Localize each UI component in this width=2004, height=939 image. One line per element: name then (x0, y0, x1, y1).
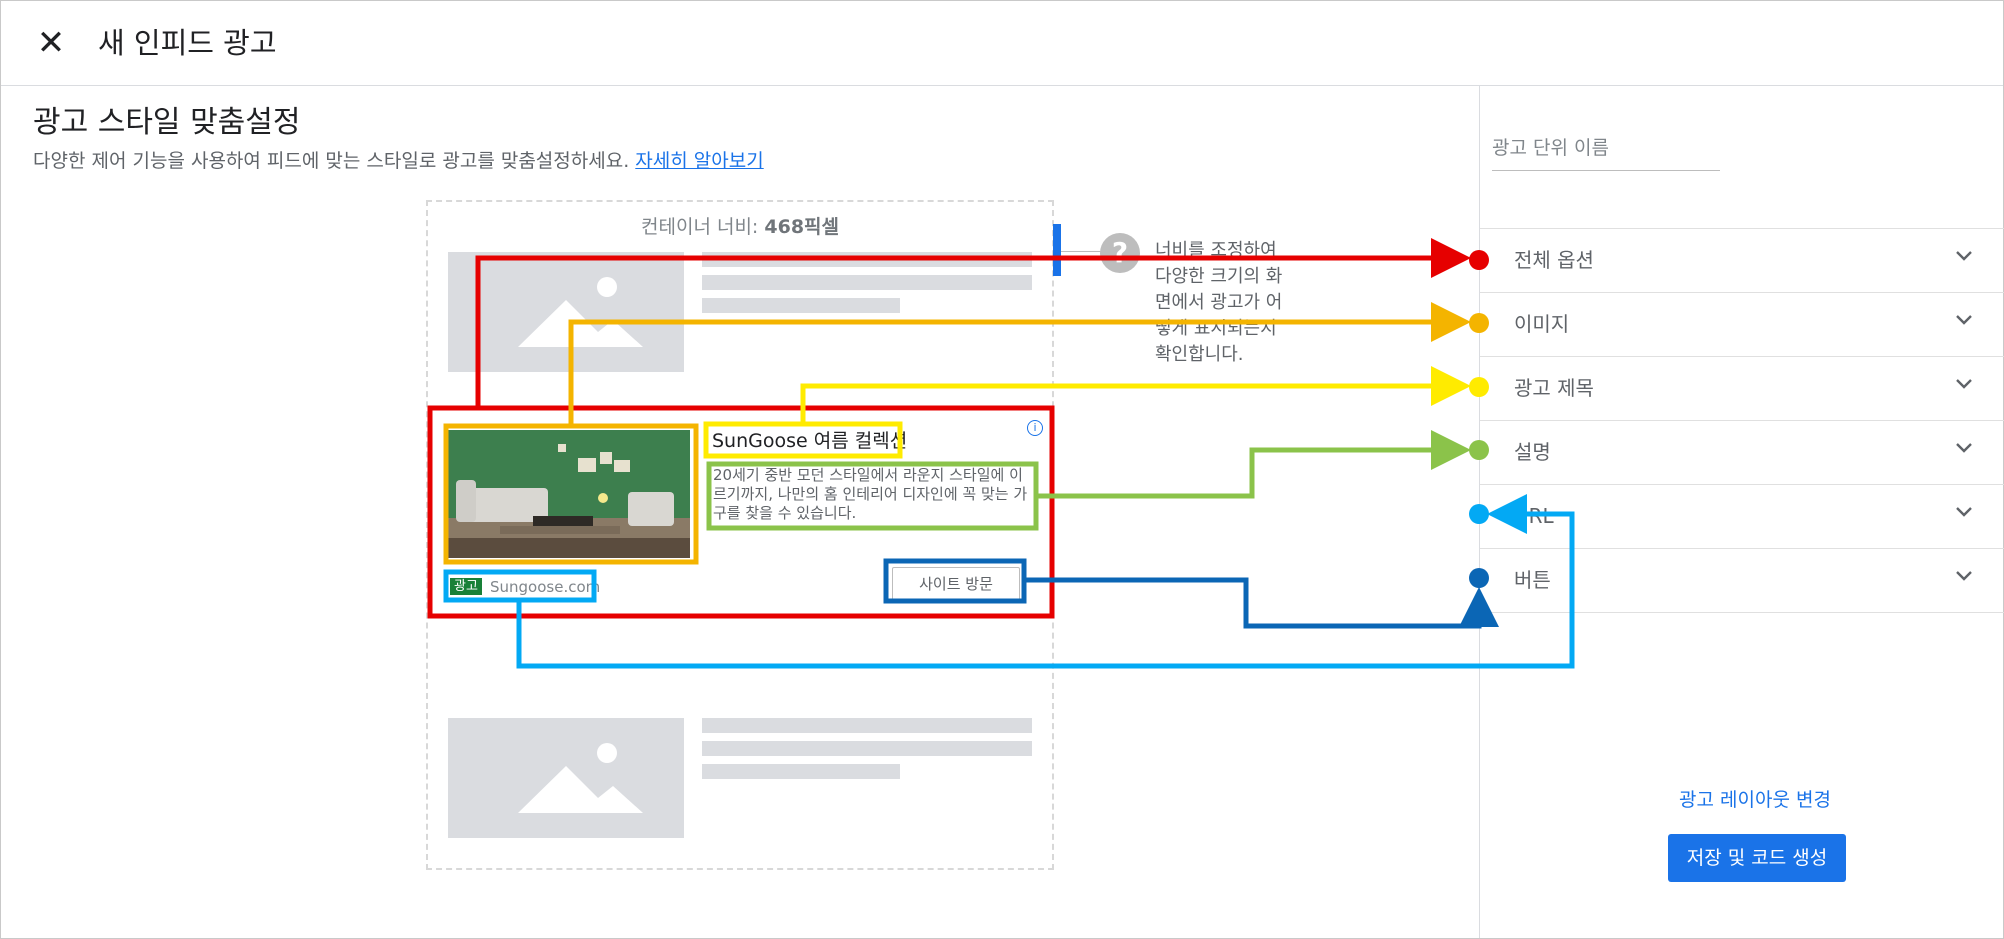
close-icon[interactable]: ✕ (36, 23, 66, 63)
ad-image (448, 430, 690, 558)
chevron-down-icon (1956, 507, 1972, 517)
section-description: 다양한 제어 기능을 사용하여 피드에 맞는 스타일로 광고를 맞춤설정하세요.… (33, 148, 764, 174)
dot-url (1469, 504, 1489, 524)
placeholder-line (702, 275, 1032, 290)
arrow-headline (800, 366, 1471, 424)
description-text: 다양한 제어 기능을 사용하여 피드에 맞는 스타일로 광고를 맞춤설정하세요. (33, 150, 630, 172)
accordion-item-headline[interactable]: 광고 제목 (1480, 356, 2004, 420)
accordion-label: 전체 옵션 (1514, 248, 1594, 272)
callout-button (883, 558, 1027, 604)
chevron-down-icon (1956, 571, 1972, 581)
chevron-down-icon (1956, 443, 1972, 453)
placeholder-line (702, 764, 900, 779)
dot-image (1469, 313, 1489, 333)
callout-image (443, 423, 699, 565)
style-accordion: 전체 옵션 이미지 광고 제목 설명 URL 버튼 (1480, 228, 2004, 613)
placeholder-line (702, 741, 1032, 756)
help-icon: ? (1100, 233, 1140, 273)
accordion-item-button[interactable]: 버튼 (1480, 548, 2004, 613)
ad-badge: 광고 (450, 578, 482, 595)
callout-all-options (427, 405, 1055, 619)
callout-description (706, 461, 1039, 531)
arrow-url (516, 494, 1575, 669)
help-connector (1061, 251, 1101, 252)
callout-headline (703, 421, 903, 459)
learn-more-link[interactable]: 자세히 알아보기 (635, 150, 764, 172)
arrow-image (568, 302, 1471, 426)
accordion-item-description[interactable]: 설명 (1480, 420, 2004, 484)
placeholder-image-icon (518, 743, 643, 813)
living-room-photo (448, 430, 690, 558)
dot-all-options (1469, 250, 1489, 270)
change-layout-link[interactable]: 광고 레이아웃 변경 (1679, 789, 1831, 811)
dot-button (1469, 568, 1489, 588)
arrow-description (1036, 430, 1471, 499)
dialog-title: 새 인피드 광고 (98, 26, 277, 60)
dot-description (1469, 440, 1489, 460)
chevron-down-icon (1956, 379, 1972, 389)
container-width-text: 컨테이너 너비: (641, 216, 759, 238)
chevron-down-icon (1956, 315, 1972, 325)
ad-description: 20세기 중반 모던 스타일에서 라운지 스타일에 이르기까지, 나만의 홈 인… (713, 466, 1028, 522)
ad-url[interactable]: Sungoose.com (490, 578, 601, 596)
info-icon[interactable]: i (1027, 420, 1043, 436)
accordion-item-image[interactable]: 이미지 (1480, 292, 2004, 356)
visit-site-button[interactable]: 사이트 방문 (892, 567, 1020, 601)
width-resize-handle[interactable] (1053, 224, 1061, 276)
placeholder-line (702, 298, 900, 313)
callout-url (443, 569, 597, 603)
dot-headline (1469, 377, 1489, 397)
ad-headline[interactable]: SunGoose 여름 컬렉션 (712, 430, 908, 452)
accordion-label: 광고 제목 (1514, 376, 1594, 400)
accordion-label: 이미지 (1514, 312, 1570, 336)
container-width-value: 468픽셀 (764, 216, 839, 238)
placeholder-line (702, 718, 1032, 733)
chevron-down-icon (1956, 251, 1972, 261)
top-bar: ✕ 새 인피드 광고 (1, 1, 2003, 86)
ad-unit-name-field[interactable]: 광고 단위 이름 (1492, 126, 1720, 171)
container-width-label: 컨테이너 너비: 468픽셀 (426, 212, 1054, 239)
accordion-label: 버튼 (1514, 568, 1551, 592)
placeholder-image-bottom (448, 718, 684, 838)
accordion-item-all-options[interactable]: 전체 옵션 (1480, 228, 2004, 292)
accordion-label: 설명 (1514, 440, 1551, 464)
arrow-button (1024, 577, 1499, 629)
save-and-generate-button[interactable]: 저장 및 코드 생성 (1668, 834, 1846, 882)
section-title: 광고 스타일 맞춤설정 (33, 105, 301, 140)
arrow-all-options (475, 238, 1471, 408)
ad-unit-name-placeholder: 광고 단위 이름 (1492, 137, 1609, 159)
